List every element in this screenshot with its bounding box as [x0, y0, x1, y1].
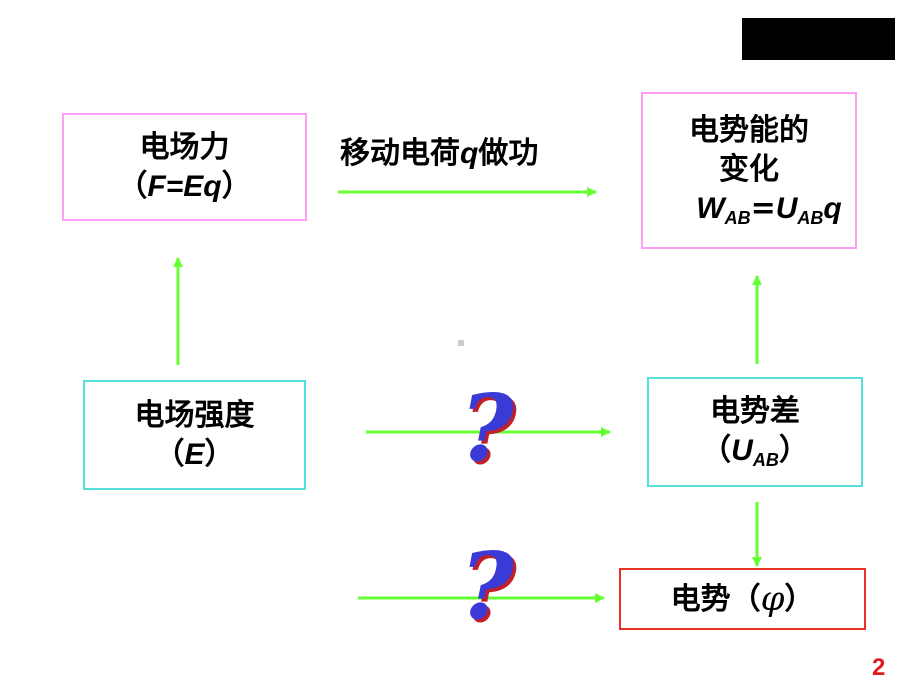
potential-title: 电势（ [670, 581, 761, 617]
page-number: 2 [872, 654, 886, 681]
electric-force-box: 电场力 （F=Eq） [62, 113, 307, 221]
field-strength-formula: （E） [154, 437, 235, 472]
center-dot [458, 340, 464, 346]
field-strength-box: 电场强度 （E） [83, 380, 306, 490]
phi-symbol: φ [760, 578, 785, 619]
potential-difference-box: 电势差 （UAB） [647, 377, 863, 487]
potential-difference-formula: （UAB） [701, 432, 809, 470]
black-bar [742, 18, 895, 60]
electric-force-title: 电场力 [139, 130, 230, 165]
pe-change-title-1: 电势能的 [689, 112, 809, 148]
question-mark-2: ? [460, 532, 514, 640]
potential-energy-change-box: 电势能的 变化 WAB=UABq [641, 92, 857, 249]
potential-difference-title: 电势差 [710, 393, 800, 429]
field-strength-title: 电场强度 [134, 398, 255, 433]
potential-box: 电势（φ ） [619, 568, 866, 630]
pe-change-title-2: 变化 [719, 151, 779, 187]
pe-change-formula: WAB=UABq [696, 190, 842, 228]
question-mark-1: ? [460, 374, 514, 482]
work-label: 移动电荷q做功 [340, 136, 539, 171]
electric-force-formula: （F=Eq） [117, 169, 252, 204]
